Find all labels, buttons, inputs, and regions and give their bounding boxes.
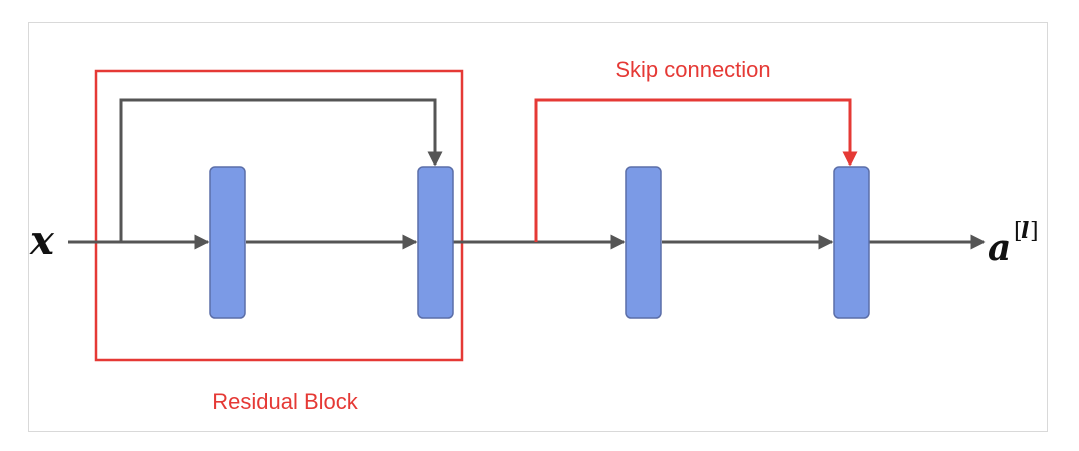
residual-block-outline bbox=[94, 69, 464, 362]
layer-2 bbox=[417, 166, 454, 319]
diagram-frame bbox=[28, 22, 1048, 432]
output-superscript-close: ] bbox=[1030, 219, 1039, 244]
residual-block-label: Residual Block bbox=[212, 389, 359, 414]
residual-shortcut-arrow bbox=[119, 98, 443, 242]
layer-3 bbox=[625, 166, 662, 319]
layer-1 bbox=[209, 166, 246, 319]
input-x-label: x bbox=[29, 217, 55, 264]
output-activation-label: a [ l ] bbox=[988, 218, 1039, 269]
output-a-label: a bbox=[988, 227, 1011, 269]
layer-4 bbox=[833, 166, 870, 319]
output-superscript-open: [ bbox=[1014, 219, 1023, 244]
skip-connection-arrow bbox=[534, 98, 858, 242]
output-superscript-var: l bbox=[1021, 218, 1029, 244]
skip-connection-label: Skip connection bbox=[615, 57, 770, 82]
